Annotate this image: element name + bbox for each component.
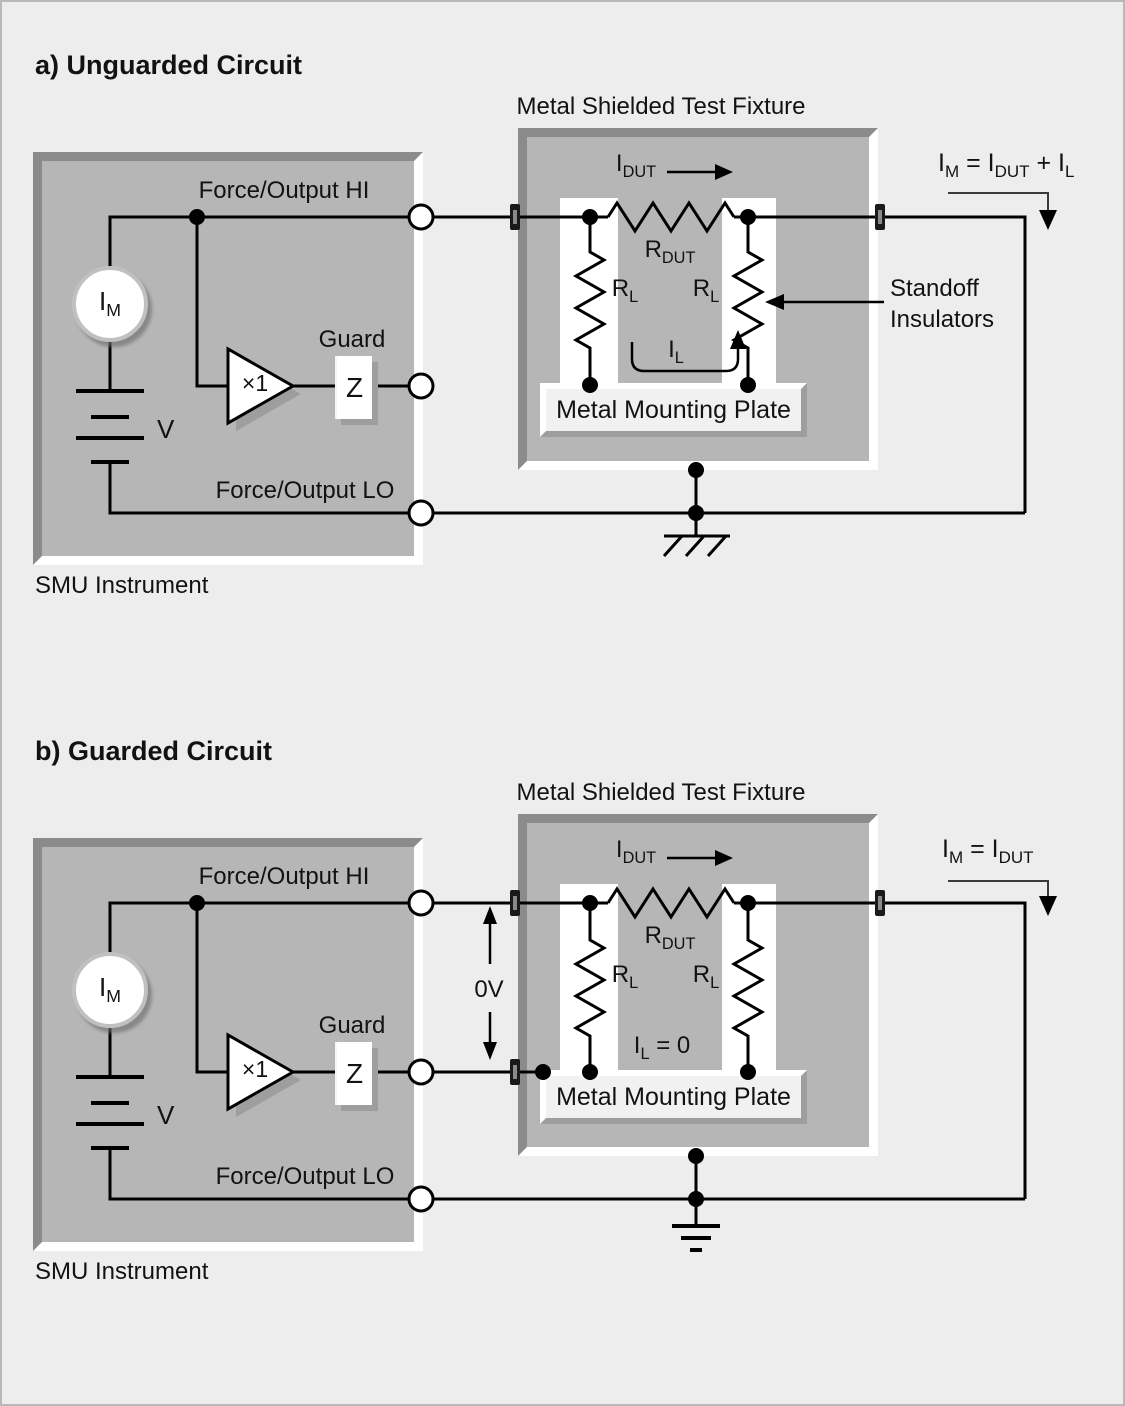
lo-rail-b — [108, 1148, 1025, 1201]
force-lo-label-a: Force/Output LO — [215, 477, 395, 504]
buffer-input-wire-a — [195, 217, 228, 388]
current-meter-a: IM — [72, 266, 148, 342]
standoff-arrowhead — [765, 294, 784, 310]
zero-volt-label: 0V — [471, 974, 507, 1006]
rl-left-label-b: RL — [611, 961, 639, 992]
standoff-insulators-label: Standoff Insulators — [890, 275, 995, 333]
circuit-a-title: a) Unguarded Circuit — [35, 50, 303, 80]
il-arrowhead-a — [730, 330, 746, 349]
mounting-plate-label-b: Metal Mounting Plate — [556, 1082, 791, 1111]
idut-label-a: IDUT — [615, 150, 657, 181]
battery-b — [76, 1075, 144, 1150]
junction-dots-a — [189, 209, 756, 521]
terminal-lo-b — [407, 1185, 435, 1213]
guard-label-a: Guard — [318, 326, 386, 353]
rdut-resistor-b — [606, 886, 736, 920]
rl-right-label-b: RL — [692, 961, 720, 992]
meter-label-a: IM — [99, 286, 121, 321]
il-label-a: IL — [668, 336, 684, 367]
meter-label-b: IM — [99, 972, 121, 1007]
chassis-ground-a — [662, 534, 730, 558]
hi-rail-a — [108, 215, 608, 266]
mounting-plate-b: Metal Mounting Plate — [540, 1070, 807, 1124]
battery-a — [76, 389, 144, 464]
il-loop-arrow-a — [630, 342, 740, 373]
rl-left-resistor-a — [572, 217, 608, 385]
force-lo-label-b: Force/Output LO — [215, 1163, 395, 1190]
fixture-label-a: Metal Shielded Test Fixture — [516, 93, 806, 120]
buffer-input-wire-b — [195, 903, 228, 1074]
measured-current-formula-a: IM = IDUT + IL — [938, 149, 1075, 181]
terminal-lo-a — [407, 499, 435, 527]
terminals-b — [407, 889, 435, 1213]
annotations-b — [483, 850, 1057, 1060]
feedthroughs-a — [510, 204, 885, 230]
impedance-label-b: Z — [345, 1057, 364, 1089]
formula-pointer-b — [948, 880, 1049, 898]
formula-arrowhead-b — [1039, 896, 1057, 916]
circuit-b-wires — [108, 886, 1027, 1226]
feedthroughs-b — [510, 890, 885, 1085]
idut-label-b: IDUT — [615, 836, 657, 867]
zero-v-arrowhead-up — [483, 906, 497, 924]
buffer-triangle-b — [226, 1032, 297, 1112]
battery-v-label-b: V — [157, 1100, 175, 1130]
battery-v-label-a: V — [157, 414, 175, 444]
force-hi-label-b: Force/Output HI — [198, 863, 370, 890]
guard-impedance-b: Z — [335, 1042, 372, 1105]
rl-right-resistor-b — [730, 903, 766, 1072]
rl-right-label-a: RL — [692, 275, 720, 306]
terminals-a — [407, 203, 435, 527]
idut-arrowhead-b — [715, 850, 733, 866]
rdut-label-b: RDUT — [644, 922, 696, 953]
smu-label-a: SMU Instrument — [35, 572, 209, 599]
mounting-plate-a: Metal Mounting Plate — [540, 383, 807, 437]
terminal-hi-a — [407, 203, 435, 231]
impedance-label-a: Z — [345, 371, 364, 403]
buffer-gain-label-b: ×1 — [241, 1056, 269, 1082]
fixture-label-b: Metal Shielded Test Fixture — [516, 779, 806, 806]
guard-impedance-a: Z — [335, 356, 372, 419]
buffer-amp-a — [226, 346, 301, 431]
rdut-resistor-a — [606, 200, 736, 234]
rl-left-label-a: RL — [611, 275, 639, 306]
mounting-plate-label-a: Metal Mounting Plate — [556, 395, 791, 424]
formula-arrowhead-a — [1039, 210, 1057, 230]
terminal-guard-b — [407, 1058, 435, 1086]
smu-label-b: SMU Instrument — [35, 1258, 209, 1285]
hi-return-a — [734, 215, 1027, 513]
buffer-gain-label-a: ×1 — [241, 370, 269, 396]
buffer-triangle-a — [226, 346, 297, 426]
lo-rail-a — [108, 462, 1025, 515]
rl-left-resistor-b — [572, 903, 608, 1072]
current-meter-b: IM — [72, 952, 148, 1028]
earth-ground-b — [672, 1224, 720, 1252]
terminal-guard-a — [407, 372, 435, 400]
guard-label-b: Guard — [318, 1012, 386, 1039]
il-zero-label-b: IL = 0 — [633, 1032, 691, 1063]
hi-return-b — [734, 901, 1027, 1199]
annotations-a — [630, 164, 1057, 373]
circuit-b-title: b) Guarded Circuit — [35, 736, 273, 766]
hi-rail-b — [108, 901, 608, 952]
force-hi-label-a: Force/Output HI — [198, 177, 370, 204]
rdut-label-a: RDUT — [644, 236, 696, 267]
terminal-hi-b — [407, 889, 435, 917]
junction-dots-b — [189, 895, 756, 1207]
buffer-amp-b — [226, 1032, 301, 1117]
measured-current-formula-b: IM = IDUT — [942, 835, 1034, 867]
zero-v-arrowhead-down — [483, 1042, 497, 1060]
formula-pointer-a — [948, 192, 1049, 212]
idut-arrowhead-a — [715, 164, 733, 180]
